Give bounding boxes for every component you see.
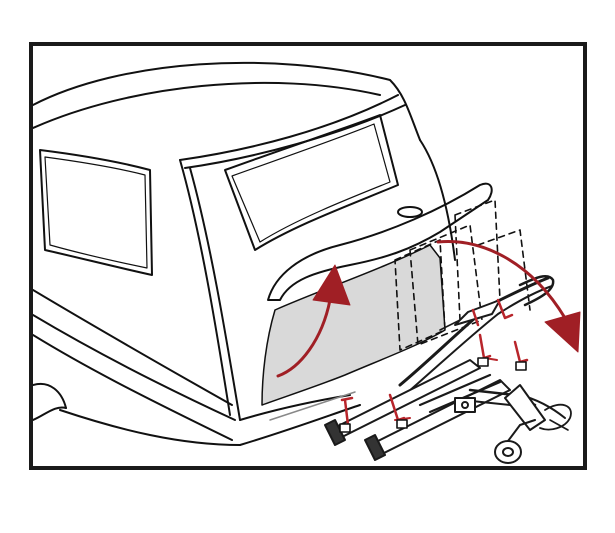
- wheel-clamps: [340, 298, 529, 427]
- clamp-blocks: [339, 357, 527, 433]
- rear-window: [224, 114, 399, 251]
- rear-opening-panel: [261, 244, 446, 406]
- rear-hatch: [267, 182, 493, 301]
- down-arrow-head: [544, 311, 581, 353]
- rotation-arrows: [276, 240, 581, 378]
- bike-carrier: [324, 274, 572, 464]
- up-arrow-shaft: [276, 298, 332, 378]
- side-window: [39, 149, 153, 276]
- caravan-body: [33, 61, 456, 446]
- up-arrow-head: [312, 264, 351, 306]
- down-arrow-shaft: [436, 240, 567, 320]
